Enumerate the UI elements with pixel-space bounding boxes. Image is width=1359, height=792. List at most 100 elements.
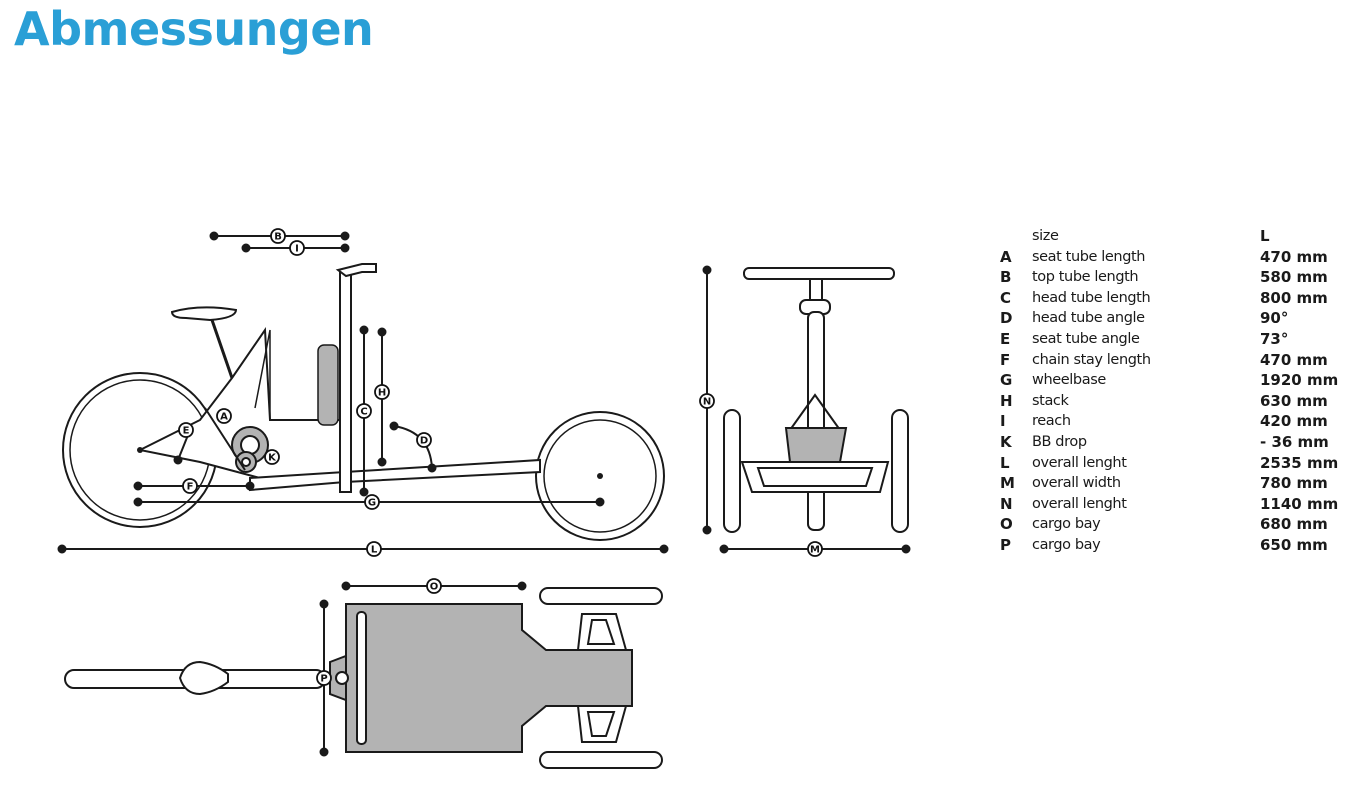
marker-K: K bbox=[264, 449, 280, 465]
spec-name: overall width bbox=[1032, 475, 1121, 492]
spec-key: K bbox=[1000, 432, 1012, 451]
spec-value: - 36 mm bbox=[1260, 432, 1329, 451]
spec-name: reach bbox=[1032, 413, 1071, 430]
front-dimensions bbox=[702, 265, 911, 554]
spec-value: 470 mm bbox=[1260, 350, 1328, 369]
marker-G: G bbox=[364, 494, 380, 510]
spec-value: 800 mm bbox=[1260, 288, 1328, 307]
marker-L: L bbox=[366, 541, 382, 557]
spec-key: E bbox=[1000, 329, 1011, 348]
spec-name: stack bbox=[1032, 392, 1069, 409]
svg-text:D: D bbox=[420, 436, 428, 447]
spec-name: wheelbase bbox=[1032, 372, 1106, 389]
svg-text:H: H bbox=[378, 388, 386, 399]
svg-text:N: N bbox=[703, 397, 711, 408]
svg-text:F: F bbox=[187, 482, 194, 493]
top-view bbox=[64, 587, 663, 769]
handlebar bbox=[743, 267, 895, 280]
marker-N: N bbox=[699, 393, 715, 409]
spec-name: seat tube length bbox=[1032, 248, 1146, 265]
spec-key: O bbox=[1000, 515, 1013, 534]
spec-key: G bbox=[1000, 371, 1013, 390]
marker-O: O bbox=[426, 578, 442, 594]
spec-name: head tube angle bbox=[1032, 310, 1145, 327]
spec-key: A bbox=[1000, 247, 1012, 266]
front-right-wheel-top bbox=[539, 751, 663, 769]
dimension-markers: B I A E K F G C H D L N M O P bbox=[178, 228, 823, 686]
svg-text:L: L bbox=[371, 545, 378, 556]
spec-value: 2535 mm bbox=[1260, 453, 1339, 472]
spec-key: L bbox=[1000, 453, 1010, 472]
spec-key: N bbox=[1000, 494, 1013, 513]
svg-text:K: K bbox=[268, 453, 277, 464]
spec-name: seat tube angle bbox=[1032, 330, 1140, 347]
spec-value: 580 mm bbox=[1260, 268, 1328, 287]
spec-value: 420 mm bbox=[1260, 412, 1328, 431]
spec-value: 630 mm bbox=[1260, 391, 1328, 410]
svg-text:I: I bbox=[295, 244, 299, 255]
spec-value: 1920 mm bbox=[1260, 371, 1339, 390]
svg-text:G: G bbox=[368, 498, 376, 509]
stem bbox=[335, 263, 377, 278]
spec-name: cargo bay bbox=[1032, 536, 1101, 553]
spec-key bbox=[1000, 226, 1032, 247]
spec-name: chain stay length bbox=[1032, 351, 1151, 368]
spec-key: B bbox=[1000, 268, 1012, 287]
marker-E: E bbox=[178, 422, 194, 438]
marker-M: M bbox=[807, 541, 823, 557]
spec-value: 680 mm bbox=[1260, 515, 1328, 534]
svg-text:E: E bbox=[183, 426, 190, 437]
spec-value: 650 mm bbox=[1260, 535, 1328, 554]
front-left-wheel bbox=[723, 409, 741, 533]
spec-value: 73° bbox=[1260, 329, 1289, 348]
marker-C: C bbox=[356, 403, 372, 419]
marker-P: P bbox=[316, 670, 332, 686]
svg-text:C: C bbox=[360, 407, 367, 418]
spec-name: overall lenght bbox=[1032, 495, 1127, 512]
spec-key: I bbox=[1000, 412, 1006, 431]
marker-A: A bbox=[216, 408, 232, 424]
svg-text:O: O bbox=[430, 582, 439, 593]
spec-value: 780 mm bbox=[1260, 474, 1328, 493]
page-title: Abmessungen bbox=[14, 2, 374, 56]
front-right-wheel bbox=[891, 409, 909, 533]
spec-key: P bbox=[1000, 535, 1011, 554]
side-view bbox=[62, 263, 665, 541]
spec-value: 90° bbox=[1260, 309, 1289, 328]
head-tube bbox=[339, 269, 352, 493]
frame bbox=[136, 327, 346, 479]
spec-key: F bbox=[1000, 350, 1011, 369]
spec-value: 1140 mm bbox=[1260, 494, 1339, 513]
cargo-bed-top bbox=[345, 603, 633, 753]
spec-key: D bbox=[1000, 309, 1013, 328]
spec-value: L bbox=[1260, 227, 1270, 245]
saddle bbox=[170, 306, 238, 322]
saddle-top bbox=[178, 660, 229, 696]
svg-text:A: A bbox=[220, 412, 228, 423]
marker-D: D bbox=[416, 432, 432, 448]
spec-name: head tube length bbox=[1032, 289, 1151, 306]
svg-text:M: M bbox=[810, 545, 820, 556]
marker-B: B bbox=[270, 228, 286, 244]
front-left-wheel-top bbox=[539, 587, 663, 605]
marker-H: H bbox=[374, 384, 390, 400]
front-fork bbox=[807, 311, 825, 531]
spec-name: overall lenght bbox=[1032, 454, 1127, 471]
svg-text:P: P bbox=[320, 674, 327, 685]
spec-name: cargo bay bbox=[1032, 516, 1101, 533]
marker-F: F bbox=[182, 478, 198, 494]
